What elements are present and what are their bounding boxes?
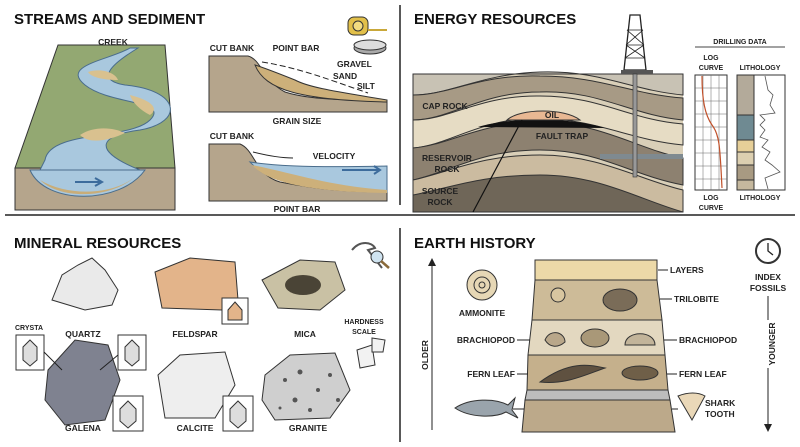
shark-tooth-label-1: SHARK bbox=[705, 398, 736, 408]
fossils bbox=[538, 287, 659, 384]
brachiopod-label-left: BRACHIOPOD bbox=[457, 335, 515, 345]
granite-specimen bbox=[261, 352, 351, 421]
panel-title: ENERGY RESOURCES bbox=[414, 11, 576, 28]
panel-title: EARTH HISTORY bbox=[414, 235, 536, 252]
log-curve-label-2: CURVE bbox=[699, 65, 724, 72]
panel-title: MINERAL RESOURCES bbox=[14, 235, 181, 252]
oil-label: OIL bbox=[545, 110, 559, 120]
drilling-data-log: DRILLING DATA LOG CURVE LITHOLOGY LOG CU… bbox=[694, 39, 786, 212]
sand-label: SAND bbox=[333, 71, 357, 81]
creek-label: CREEK bbox=[98, 37, 129, 47]
drilling-data-title: DRILLING DATA bbox=[713, 39, 766, 46]
brachiopod-label-right: BRACHIOPOD bbox=[679, 335, 737, 345]
cap-rock-label: CAP ROCK bbox=[422, 101, 468, 111]
quartz-specimen bbox=[51, 257, 119, 311]
cut-bank-label-2: CUT BANK bbox=[210, 131, 255, 141]
lithology-label-top: LITHOLOGY bbox=[740, 65, 781, 72]
silt-label: SILT bbox=[357, 81, 376, 91]
fault-line bbox=[472, 119, 523, 213]
energy-panel: ENERGY RESOURCES CAP ROCK OIL FAULT TRAP… bbox=[412, 11, 786, 213]
lithology-label-bottom: LITHOLOGY bbox=[740, 195, 781, 202]
hardness-scale-icon bbox=[356, 337, 386, 369]
hardness-label-1: HARDNESS bbox=[344, 319, 384, 326]
crystal-box bbox=[15, 334, 45, 371]
point-bar-label: POINT BAR bbox=[273, 43, 320, 53]
crystal-box bbox=[117, 334, 147, 371]
oil-derrick-icon bbox=[621, 14, 653, 178]
rock-hammer-icon bbox=[351, 242, 383, 269]
mineral-label-quartz: QUARTZ bbox=[65, 329, 100, 339]
clock-icon bbox=[755, 238, 781, 264]
grain-size-cross-section bbox=[208, 55, 388, 113]
log-curve-bottom-2: CURVE bbox=[699, 205, 724, 212]
fault-trap-seal bbox=[478, 119, 605, 128]
panel-title: STREAMS AND SEDIMENT bbox=[14, 11, 205, 28]
layers-label: LAYERS bbox=[670, 265, 704, 275]
crystal-box bbox=[112, 395, 144, 432]
mineral-label-mica: MICA bbox=[294, 329, 316, 339]
older-label: OLDER bbox=[420, 340, 430, 370]
calcite-specimen bbox=[157, 351, 236, 419]
crystal-label: CRYSTA bbox=[15, 325, 43, 332]
fern-leaf-label-left: FERN LEAF bbox=[467, 369, 515, 379]
source-rock-label-1: SOURCE bbox=[422, 186, 459, 196]
older-arrow bbox=[428, 258, 436, 430]
shark-tooth-label-2: TOOTH bbox=[705, 409, 735, 419]
cut-bank-label: CUT BANK bbox=[210, 43, 255, 53]
ammonite-label: AMMONITE bbox=[459, 308, 506, 318]
crystal-box bbox=[221, 297, 249, 325]
magnifier-icon bbox=[370, 250, 390, 269]
mineral-label-calcite: CALCITE bbox=[177, 423, 214, 433]
history-panel: EARTH HISTORY OLDER bbox=[414, 235, 787, 433]
streams-panel: STREAMS AND SEDIMENT CREEK CUT BANK POIN… bbox=[14, 11, 388, 214]
crystal-box bbox=[222, 395, 254, 432]
oil-pocket bbox=[505, 110, 582, 121]
hardness-label-2: SCALE bbox=[352, 329, 376, 336]
anticline-cross-section bbox=[412, 71, 684, 213]
shark-icon bbox=[454, 396, 519, 419]
trilobite-label: TRILOBITE bbox=[674, 294, 719, 304]
reservoir-rock-label-2: ROCK bbox=[434, 164, 460, 174]
fault-trap-label: FAULT TRAP bbox=[536, 131, 589, 141]
source-rock-label-2: ROCK bbox=[427, 197, 453, 207]
mineral-label-galena: GALENA bbox=[65, 423, 101, 433]
mineral-label-feldspar: FELDSPAR bbox=[172, 329, 217, 339]
tape-measure-icon bbox=[347, 16, 387, 36]
ammonite-icon bbox=[466, 269, 498, 301]
velocity-label: VELOCITY bbox=[313, 151, 356, 161]
reservoir-rock-label-1: RESERVOIR bbox=[422, 153, 472, 163]
gravel-label: GRAVEL bbox=[337, 59, 372, 69]
grain-size-label: GRAIN SIZE bbox=[273, 116, 322, 126]
index-fossils-label-2: FOSSILS bbox=[750, 283, 787, 293]
younger-label: YOUNGER bbox=[767, 323, 777, 366]
log-curve-bottom-1: LOG bbox=[703, 195, 719, 202]
log-curve-label-1: LOG bbox=[703, 55, 719, 62]
mineral-label-granite: GRANITE bbox=[289, 423, 328, 433]
creek-block-diagram bbox=[14, 44, 176, 211]
point-bar-caption: POINT BAR bbox=[274, 204, 321, 214]
fern-leaf-label-right: FERN LEAF bbox=[679, 369, 727, 379]
minerals-panel: MINERAL RESOURCES CRYSTA HARDNESS SCALE bbox=[14, 235, 390, 433]
sieve-icon bbox=[353, 39, 387, 55]
index-fossils-label-1: INDEX bbox=[755, 272, 781, 282]
galena-specimen bbox=[44, 339, 121, 426]
velocity-cross-section bbox=[208, 143, 388, 202]
shark-tooth-icon bbox=[677, 392, 706, 422]
